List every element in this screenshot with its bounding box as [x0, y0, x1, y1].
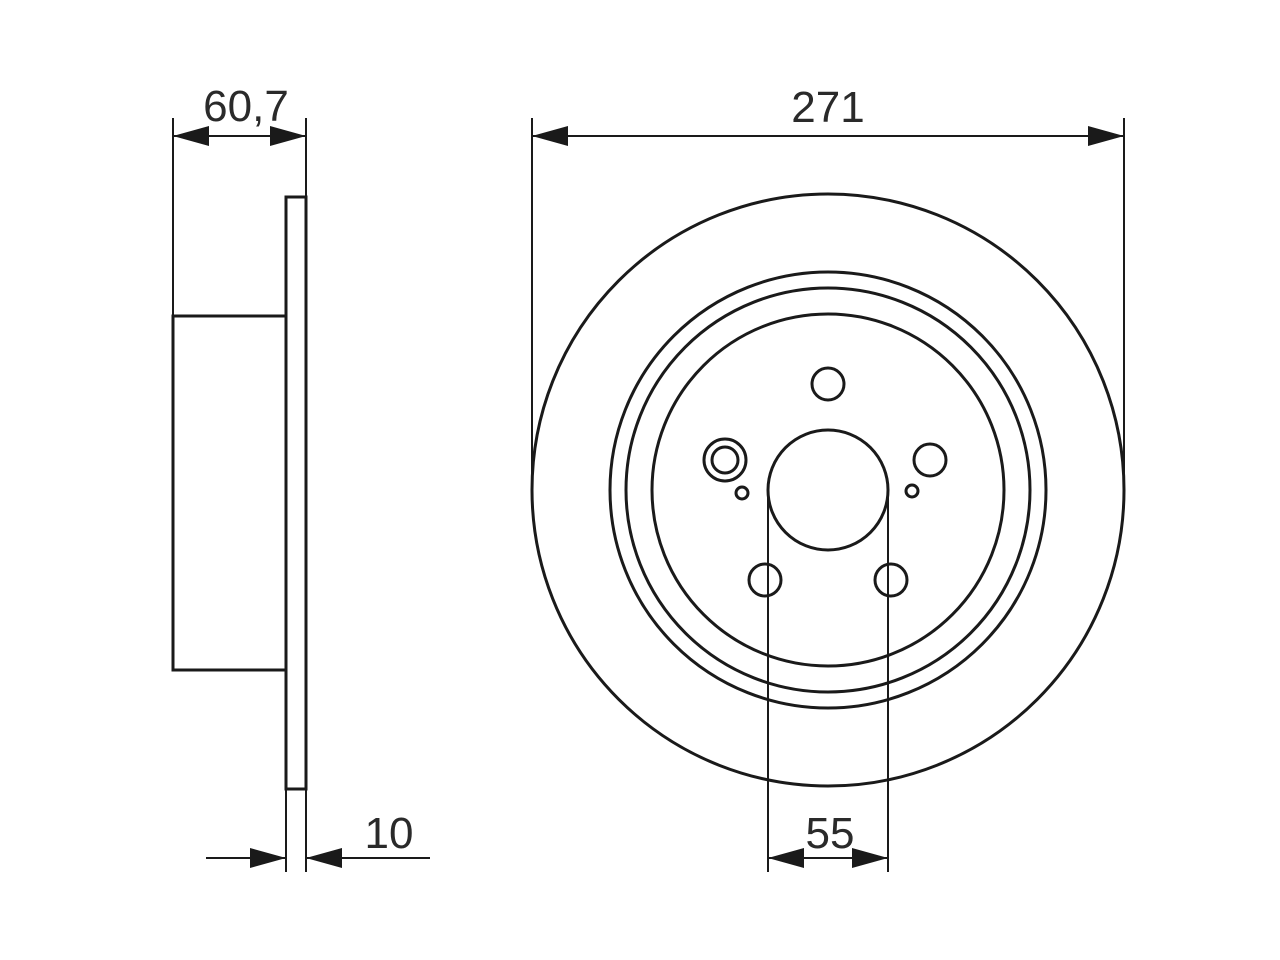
thickness-arrow-left [250, 848, 286, 868]
hub-height-label: 60,7 [203, 82, 289, 131]
friction-ring-inner-circle [608, 270, 1048, 710]
bolt-hole-bottom-left [747, 562, 783, 598]
bore-label: 55 [806, 809, 855, 858]
thickness-label: 10 [365, 809, 414, 858]
bolt-hole-bottom-right [873, 562, 909, 598]
threaded-hole-outer [702, 437, 748, 483]
diameter-arrow-right [1088, 126, 1124, 146]
bore-arrow-left [768, 848, 804, 868]
pin-hole-left [734, 485, 750, 501]
diameter-arrow-left [532, 126, 568, 146]
outer-edge-circle [530, 192, 1126, 788]
front-view: 271 55 [530, 83, 1126, 872]
threaded-hole-inner [710, 445, 740, 475]
thickness-arrow-right [306, 848, 342, 868]
bolt-hole-top [810, 366, 846, 402]
diameter-label: 271 [791, 83, 864, 132]
bolt-hole-right [912, 442, 948, 478]
hub-profile [171, 314, 288, 672]
hub-height-arrow-right [270, 126, 306, 146]
hub-height-arrow-left [173, 126, 209, 146]
pin-hole-right [904, 483, 920, 499]
hub-face-circle [650, 312, 1006, 668]
disc-plate-profile [284, 195, 308, 791]
bore-arrow-right [852, 848, 888, 868]
side-view: 60,7 10 [171, 82, 430, 872]
center-bore-circle [766, 428, 890, 552]
hub-outer-circle [624, 286, 1032, 694]
